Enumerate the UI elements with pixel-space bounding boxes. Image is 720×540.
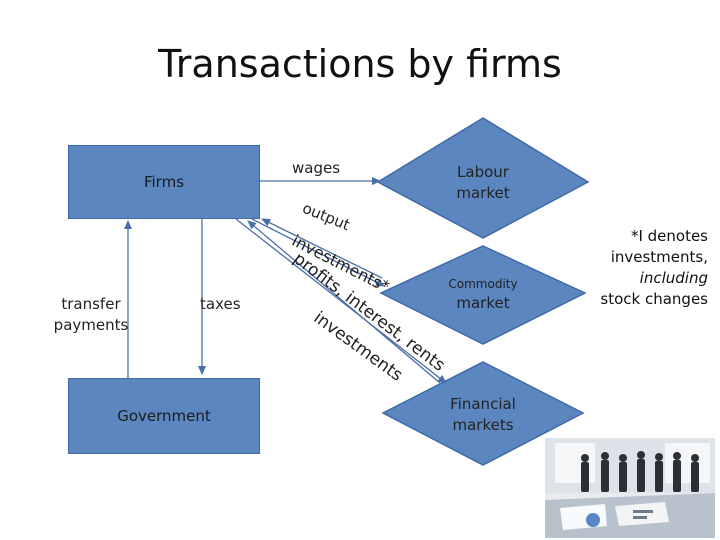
taxes-label: taxes (200, 294, 241, 315)
footnote-line1: *I denotes (588, 226, 708, 247)
footnote-line2: investments, (588, 247, 708, 268)
footnote: *I denotes investments, including stock … (588, 226, 708, 310)
transfer-payments-line1: transfer (52, 294, 130, 315)
financial-markets-line2: markets (433, 415, 533, 436)
labour-market-line1: Labour (433, 162, 533, 183)
financial-markets-line1: Financial (433, 394, 533, 415)
labour-market-line2: market (433, 183, 533, 204)
wages-label: wages (292, 158, 340, 179)
commodity-market-label: Commodity market (433, 276, 533, 314)
photo-drawing (545, 438, 715, 538)
footnote-line3: including (588, 268, 708, 289)
transfer-payments-line2: payments (52, 315, 130, 336)
financial-markets-label: Financial markets (433, 394, 533, 436)
commodity-market-line1: Commodity (433, 276, 533, 293)
labour-market-label: Labour market (433, 162, 533, 204)
footnote-line4: stock changes (588, 289, 708, 310)
commodity-market-line2: market (433, 293, 533, 314)
business-people-photo (545, 438, 715, 538)
transfer-payments-label: transfer payments (52, 294, 130, 336)
